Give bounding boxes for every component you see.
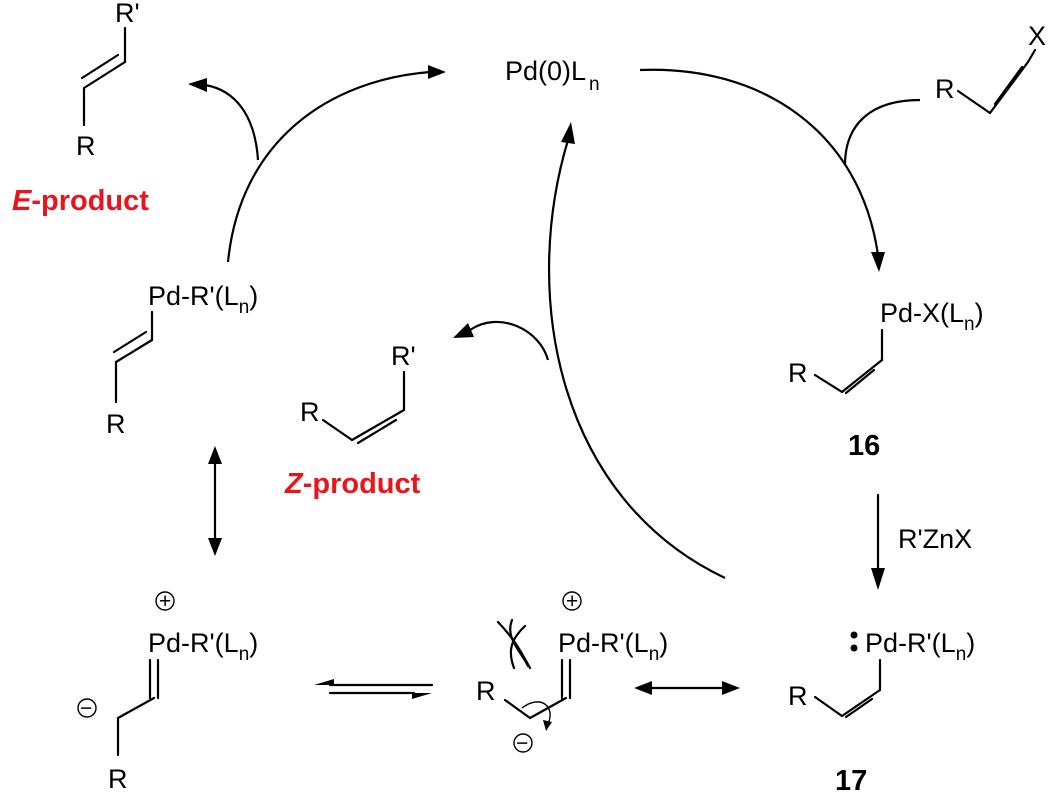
z-product-release-arc	[469, 320, 550, 361]
vinyl-halide-substrate: X R	[935, 21, 1046, 115]
bond	[1026, 48, 1037, 64]
carbene-left-r-label: R	[108, 764, 128, 794]
e-product-structure: R' R E-product	[12, 0, 149, 217]
e-product-rprime-label: R'	[115, 0, 140, 28]
z-product-r-label: R	[300, 397, 320, 427]
steric-clash-mark	[509, 618, 530, 668]
lone-pair-dot	[850, 644, 858, 652]
bond	[116, 696, 156, 720]
carbene-mid-r-label: R	[476, 676, 496, 706]
e-vinyl-pd-complex: Pd-R'(Ln) R	[106, 281, 258, 439]
pd-rprime-label-mid: Pd-R'(Ln)	[558, 628, 668, 665]
arrowhead	[634, 681, 652, 695]
oxidative-addition-arc	[639, 68, 880, 256]
arrowhead	[208, 446, 222, 464]
e-complex-r-label: R	[106, 409, 126, 439]
lone-pair-dot	[850, 631, 858, 639]
arrowhead	[722, 681, 740, 695]
z-product-rprime-label: R'	[391, 341, 416, 371]
double-bond-line	[993, 65, 1024, 106]
z-product-prefix: Z	[284, 468, 304, 500]
e-product-r-label: R	[76, 131, 96, 161]
rotation-arrow	[521, 701, 551, 725]
bond	[988, 60, 1030, 115]
arrowhead	[428, 65, 446, 79]
c17-r-label: R	[788, 681, 808, 711]
bond	[503, 698, 532, 720]
compound-16-number: 16	[848, 430, 880, 462]
double-bond-line	[112, 330, 148, 354]
transmetalation-arrow: R'ZnX	[871, 493, 972, 590]
arrowhead	[208, 538, 222, 556]
arrowhead	[314, 679, 334, 685]
pd0-catalyst: Pd(0)L n	[505, 56, 600, 95]
arrowhead	[188, 78, 207, 92]
bond	[350, 408, 406, 442]
e-product-prefix: E	[12, 185, 33, 217]
reductive-elimination-z-arc	[547, 139, 726, 579]
double-bond-line	[356, 418, 398, 445]
double-bond-line	[844, 697, 874, 719]
arrowhead	[543, 720, 552, 731]
arrowhead	[871, 568, 885, 590]
bond	[840, 688, 882, 718]
bond	[321, 418, 354, 442]
pd-rprime-label-left: Pd-R'(Ln)	[148, 628, 258, 665]
arrowhead	[561, 122, 575, 144]
z-product-caption: Z-product	[284, 468, 421, 500]
carbene-complex-left: + Pd-R'(Ln) R −	[77, 590, 258, 794]
c16-r-label: R	[788, 358, 808, 388]
double-bond-line	[844, 368, 876, 395]
arrowhead	[412, 693, 432, 699]
bond	[956, 89, 992, 115]
compound-17-number: 17	[835, 765, 867, 795]
pd-rprime-label: Pd-R'(Ln)	[148, 281, 258, 318]
plus-charge: +	[566, 590, 578, 613]
minus-charge-circle	[513, 733, 533, 753]
reductive-elimination-e-arc	[226, 70, 431, 263]
plus-charge: +	[159, 590, 171, 613]
e-product-caption: E-product	[12, 185, 149, 217]
steric-clash-mark	[509, 624, 527, 670]
pd-rprime-label-17: Pd-R'(Ln)	[865, 628, 975, 665]
pd0-subscript: n	[589, 74, 600, 95]
bond	[840, 358, 884, 394]
minus-charge-circle	[77, 698, 97, 718]
substrate-entry-arc	[843, 98, 921, 166]
e-product-release-arc	[204, 83, 260, 161]
bond	[813, 373, 844, 394]
arrowhead	[871, 252, 885, 272]
double-bond-line	[80, 53, 120, 80]
plus-charge-circle	[562, 591, 582, 611]
carbene-complex-middle: + Pd-R'(Ln) R −	[476, 590, 668, 755]
z-product-structure: R' R Z-product	[284, 341, 421, 500]
bond	[114, 338, 154, 364]
minus-charge: −	[80, 697, 92, 720]
minus-charge: −	[516, 732, 528, 755]
plus-charge-circle	[155, 591, 175, 611]
arrowhead	[453, 323, 474, 338]
z-product-suffix: -product	[303, 468, 421, 500]
bond	[82, 60, 127, 90]
pd0-label: Pd(0)L	[505, 56, 586, 86]
bond	[813, 695, 844, 718]
pd-x-label: Pd-X(Ln)	[880, 298, 984, 335]
substrate-x-label: X	[1028, 21, 1046, 51]
compound-17: Pd-R'(Ln) R 17	[788, 628, 975, 797]
reagent-label: R'ZnX	[898, 524, 972, 554]
compound-16: Pd-X(Ln) R 16	[788, 298, 984, 462]
substrate-r-label: R	[935, 74, 955, 104]
e-product-suffix: -product	[31, 185, 149, 217]
